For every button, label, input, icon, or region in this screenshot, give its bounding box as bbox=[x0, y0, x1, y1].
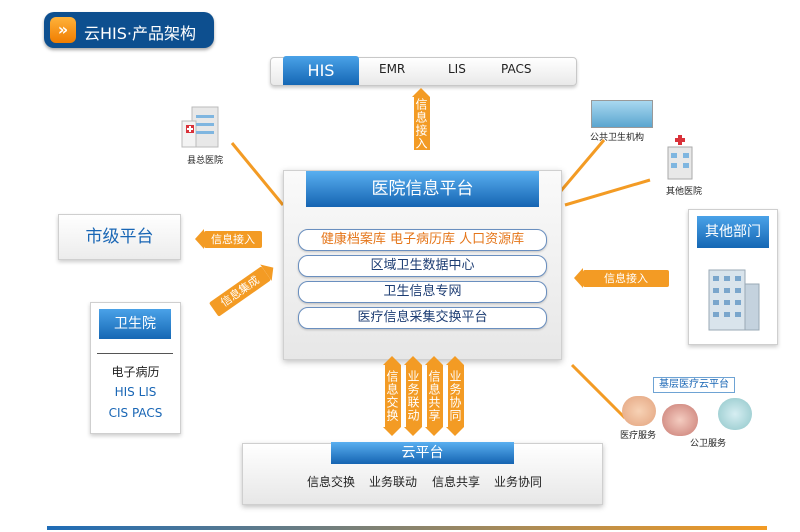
systems-bar: HIS EMR LIS PACS bbox=[270, 56, 577, 86]
doctor-photo-icon bbox=[622, 396, 656, 426]
arrow-business-linkage: 业务联动 bbox=[404, 356, 422, 436]
tab-his[interactable]: HIS bbox=[283, 56, 359, 85]
patient-photo-icon bbox=[718, 398, 752, 430]
tab-emr[interactable]: EMR bbox=[379, 62, 406, 76]
arrow-top-info-access: 信息接入 bbox=[412, 88, 430, 150]
page-title: 云HIS·产品架构 bbox=[84, 24, 196, 43]
hospital-building-icon bbox=[178, 103, 230, 151]
city-platform-box: 市级平台 bbox=[58, 214, 181, 260]
health-center-title: 卫生院 bbox=[99, 309, 171, 339]
arrow-info-exchange: 信息交换 bbox=[383, 356, 401, 436]
arrow-business-collaboration: 业务协同 bbox=[446, 356, 464, 436]
platform-item-exchange-platform: 医疗信息采集交换平台 bbox=[298, 307, 547, 329]
platform-item-databases: 健康档案库 电子病历库 人口资源库 bbox=[298, 229, 547, 251]
general-hospital-label: 县总医院 bbox=[187, 156, 224, 166]
clinic-item-emr: 电子病历 bbox=[111, 365, 160, 379]
public-service-label: 公卫服务 bbox=[690, 439, 727, 449]
arrow-info-sharing: 信息共享 bbox=[425, 356, 443, 436]
other-hospital-icon bbox=[660, 133, 700, 181]
platform-title: 医院信息平台 bbox=[306, 171, 539, 207]
platform-item-private-network: 卫生信息专网 bbox=[298, 281, 547, 303]
public-health-label: 公共卫生机构 bbox=[590, 133, 645, 143]
office-building-icon bbox=[703, 262, 763, 334]
hospital-info-platform: 医院信息平台 健康档案库 电子病历库 人口资源库 区域卫生数据中心 卫生信息专网… bbox=[283, 170, 562, 360]
tab-pacs[interactable]: PACS bbox=[501, 62, 532, 76]
arrow-other-info-access: 信息接入 bbox=[574, 268, 669, 288]
cloud-item-business-linkage: 业务联动 bbox=[369, 475, 418, 489]
chevron-down-icon: » bbox=[50, 17, 76, 43]
cloud-item-info-exchange: 信息交换 bbox=[307, 475, 356, 489]
cloud-item-business-collaboration: 业务协同 bbox=[494, 475, 543, 489]
cloud-platform-box: 云平台 信息交换 业务联动 信息共享 业务协同 bbox=[242, 442, 603, 505]
title-tab: » 云HIS·产品架构 bbox=[44, 12, 214, 48]
arrow-city-info-access: 信息接入 bbox=[195, 229, 262, 249]
other-hospital-label: 其他医院 bbox=[666, 187, 703, 197]
divider bbox=[97, 353, 173, 354]
platform-item-data-center: 区域卫生数据中心 bbox=[298, 255, 547, 277]
medical-service-label: 医疗服务 bbox=[620, 431, 657, 441]
other-departments-title: 其他部门 bbox=[697, 216, 769, 248]
public-health-building-icon bbox=[591, 100, 653, 128]
bottom-stripe bbox=[47, 526, 767, 530]
clinic-item-cis-pacs: CIS PACS bbox=[108, 406, 163, 420]
cloud-platform-title: 云平台 bbox=[331, 442, 514, 464]
tab-lis[interactable]: LIS bbox=[448, 62, 466, 76]
health-center-box: 卫生院 电子病历 HIS LIS CIS PACS bbox=[90, 302, 181, 434]
cloud-item-info-sharing: 信息共享 bbox=[432, 475, 481, 489]
nurse-photo-icon bbox=[662, 404, 698, 436]
other-departments-box: 其他部门 bbox=[688, 209, 778, 345]
clinic-item-his-lis: HIS LIS bbox=[114, 385, 157, 399]
grassroots-cloud-label: 基层医疗云平台 bbox=[653, 377, 735, 393]
